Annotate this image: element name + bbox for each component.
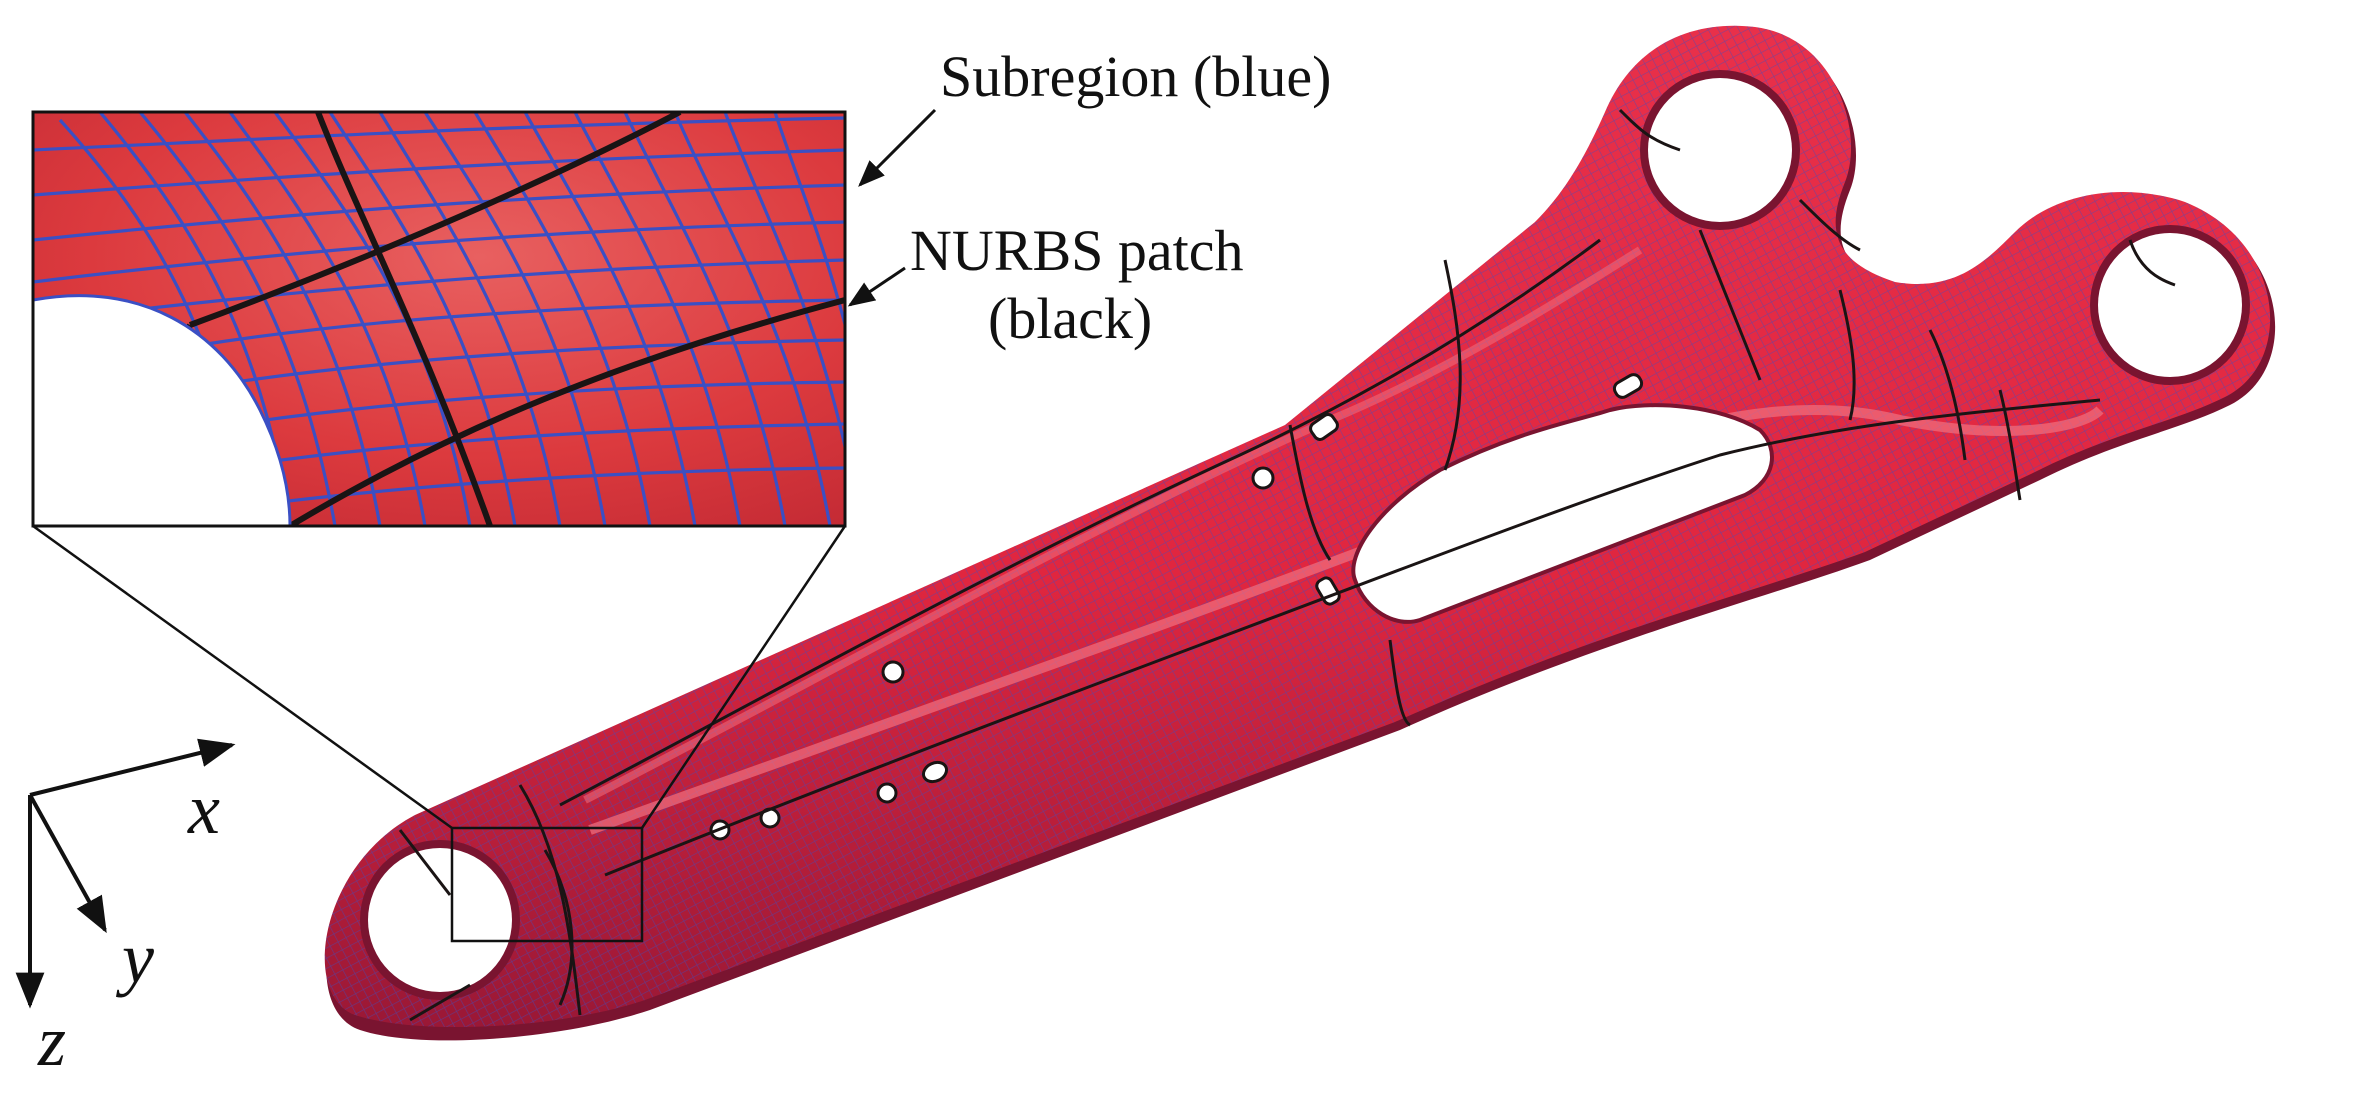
zoom-connector-left <box>32 524 453 830</box>
nurbs-label-line2: (black) <box>988 286 1153 351</box>
coordinate-axes <box>15 738 236 1009</box>
subregion-label: Subregion (blue) <box>940 44 1332 109</box>
patch-boundaries <box>398 108 2176 1022</box>
zoom-inset <box>31 110 847 528</box>
x-axis-label: x <box>188 769 220 849</box>
z-axis-label: z <box>38 1001 67 1081</box>
inset-frame <box>31 110 847 528</box>
zoom-source <box>32 524 847 943</box>
inset-hole <box>33 295 290 526</box>
zoom-source-box <box>450 826 644 943</box>
x-axis-arrow <box>29 738 236 797</box>
y-axis-label: y <box>122 918 154 998</box>
nurbs-label-line1: NURBS patch <box>910 218 1244 283</box>
inset-subregion-mesh <box>33 112 845 526</box>
nurbs-arrow <box>847 266 906 307</box>
triangular-cutout <box>1351 403 1774 624</box>
small-holes <box>709 373 1644 841</box>
control-arm <box>324 25 2276 1041</box>
callout-arrows <box>847 108 937 307</box>
zoom-connector-right <box>640 525 847 829</box>
y-axis-arrow <box>28 794 107 934</box>
subregion-arrow <box>858 108 937 187</box>
inset-patch-boundaries <box>176 112 845 526</box>
